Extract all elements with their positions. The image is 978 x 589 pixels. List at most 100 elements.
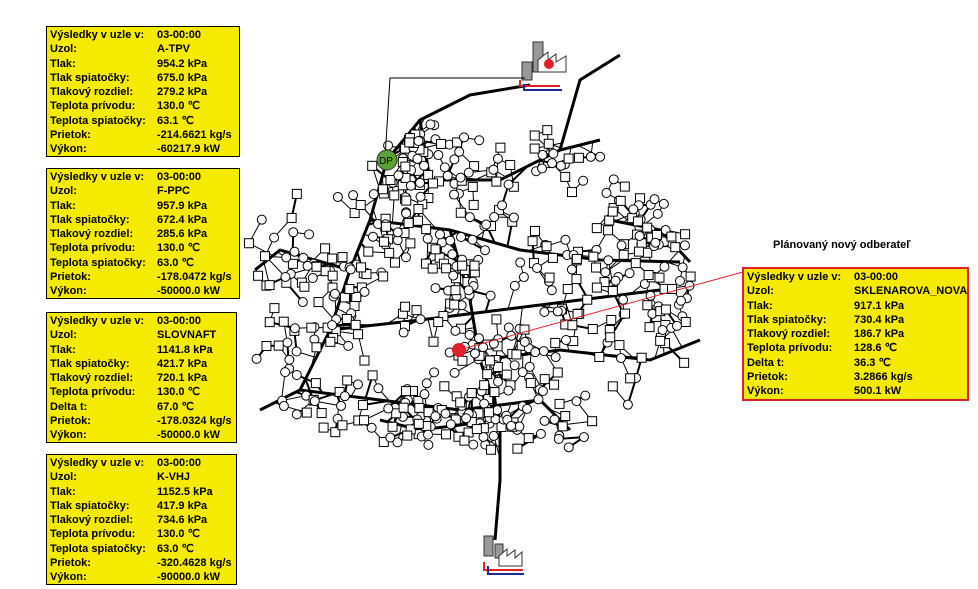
junction-node <box>454 146 465 157</box>
value-vykon: -50000.0 kW <box>157 285 220 298</box>
junction-node <box>479 398 490 409</box>
consumer-node <box>573 152 584 163</box>
consumer-node <box>560 171 571 182</box>
junction-node <box>514 421 525 432</box>
junction-node <box>400 252 411 263</box>
label-tlak: Tlak: <box>50 199 76 212</box>
junction-node <box>488 430 499 441</box>
node-results-panel-k-vhj: Výsledky v uzle v:03-00:00 Uzol:K-VHJ Tl… <box>46 454 237 585</box>
label-tlak-spiatocky: Tlak spiatočky: <box>50 357 130 370</box>
consumer-node <box>523 433 534 444</box>
bypass-line <box>384 77 525 159</box>
junction-node <box>552 306 563 317</box>
junction-node <box>538 346 549 357</box>
label-tlak-spiatocky: Tlak spiatočky: <box>747 313 827 326</box>
consumer-node <box>261 341 272 352</box>
consumer-node <box>310 378 321 389</box>
junction-node <box>659 261 670 272</box>
junction-node <box>464 329 475 340</box>
junction-node <box>595 151 606 162</box>
value-uzol: A-TPV <box>157 43 190 56</box>
value-teplota-privodu: 130.0 ℃ <box>157 528 200 541</box>
node-results-panel-sklenarova-nova: Výsledky v uzle v:03-00:00 Uzol:SKLENARO… <box>742 267 969 401</box>
consumer-node <box>405 238 416 249</box>
value-prietok: -178.0472 kg/s <box>157 271 232 284</box>
value-time: 03-00:00 <box>157 29 202 41</box>
label-teplota-spiatocky: Teplota spiatočky: <box>50 256 146 269</box>
junction-node <box>430 283 441 294</box>
consumer-node <box>278 316 289 327</box>
consumer-node <box>413 418 424 429</box>
consumer-node <box>377 184 388 195</box>
consumer-node <box>471 424 482 435</box>
junction-node <box>463 285 474 296</box>
consumer-node <box>273 340 284 351</box>
label-tlakovy-rozdiel: Tlakový rozdiel: <box>50 514 134 527</box>
consumer-node <box>566 187 577 198</box>
consumer-node <box>356 262 367 273</box>
junction-node <box>585 151 596 162</box>
label-delta-t: Delta t: <box>50 400 88 413</box>
consumer-node <box>428 178 439 189</box>
value-vykon: -60217.9 kW <box>157 143 220 156</box>
junction-node <box>509 280 520 291</box>
label-prietok: Prietok: <box>50 557 91 570</box>
junction-node <box>537 163 548 174</box>
consumer-node <box>560 411 571 422</box>
junction-node <box>368 231 379 242</box>
junction-node <box>468 439 479 450</box>
label-tlak-spiatocky: Tlak spiatočky: <box>50 213 130 226</box>
consumer-node <box>327 253 338 264</box>
value-tlak-spiatocky: 675.0 kPa <box>157 71 208 84</box>
label-header: Výsledky v uzle v: <box>50 171 145 183</box>
junction-node <box>352 379 363 390</box>
consumer-node <box>378 236 389 247</box>
junction-node <box>555 160 566 171</box>
pump-label: DP <box>379 156 393 167</box>
junction-node <box>278 401 289 412</box>
consumer-node <box>660 304 671 315</box>
junction-node <box>307 273 318 284</box>
consumer-node <box>603 225 614 236</box>
value-teplota-spiatocky: 63.0 ℃ <box>157 542 194 555</box>
junction-node <box>289 246 300 257</box>
junction-node <box>522 403 533 414</box>
value-time: 03-00:00 <box>854 271 899 283</box>
junction-node <box>433 150 444 161</box>
junction-node <box>566 264 577 275</box>
consumer-node <box>430 244 441 255</box>
consumer-node <box>591 223 602 234</box>
consumer-node <box>400 161 411 172</box>
consumer-node <box>301 407 312 418</box>
label-vykon: Výkon: <box>50 143 87 156</box>
consumer-node <box>552 367 563 378</box>
label-uzol: Uzol: <box>50 329 77 342</box>
consumer-node <box>519 324 530 335</box>
junction-node <box>455 172 466 183</box>
consumer-node <box>342 375 353 386</box>
consumer-node <box>654 272 665 283</box>
value-teplota-spiatocky: 63.1 ℃ <box>157 114 194 127</box>
junction-node <box>634 230 645 241</box>
consumer-node <box>467 181 478 192</box>
junction-node <box>489 212 500 223</box>
consumer-node <box>466 388 477 399</box>
consumer-node <box>685 271 696 282</box>
junction-node <box>603 255 614 266</box>
consumer-node <box>644 322 655 333</box>
consumer-node <box>441 263 452 274</box>
junction-node <box>677 262 688 273</box>
consumer-node <box>413 204 424 215</box>
junction-node <box>675 275 686 286</box>
junction-node <box>280 367 291 378</box>
source-icon-top <box>519 41 567 91</box>
junction-node <box>537 149 548 160</box>
junction-node <box>445 419 456 430</box>
value-uzol: F-PPC <box>157 185 190 198</box>
junction-node <box>616 353 627 364</box>
consumer-node <box>427 263 438 274</box>
consumer-node <box>591 282 602 293</box>
junction-node <box>429 367 440 378</box>
junction-node <box>645 290 656 301</box>
consumer-node <box>455 207 466 218</box>
